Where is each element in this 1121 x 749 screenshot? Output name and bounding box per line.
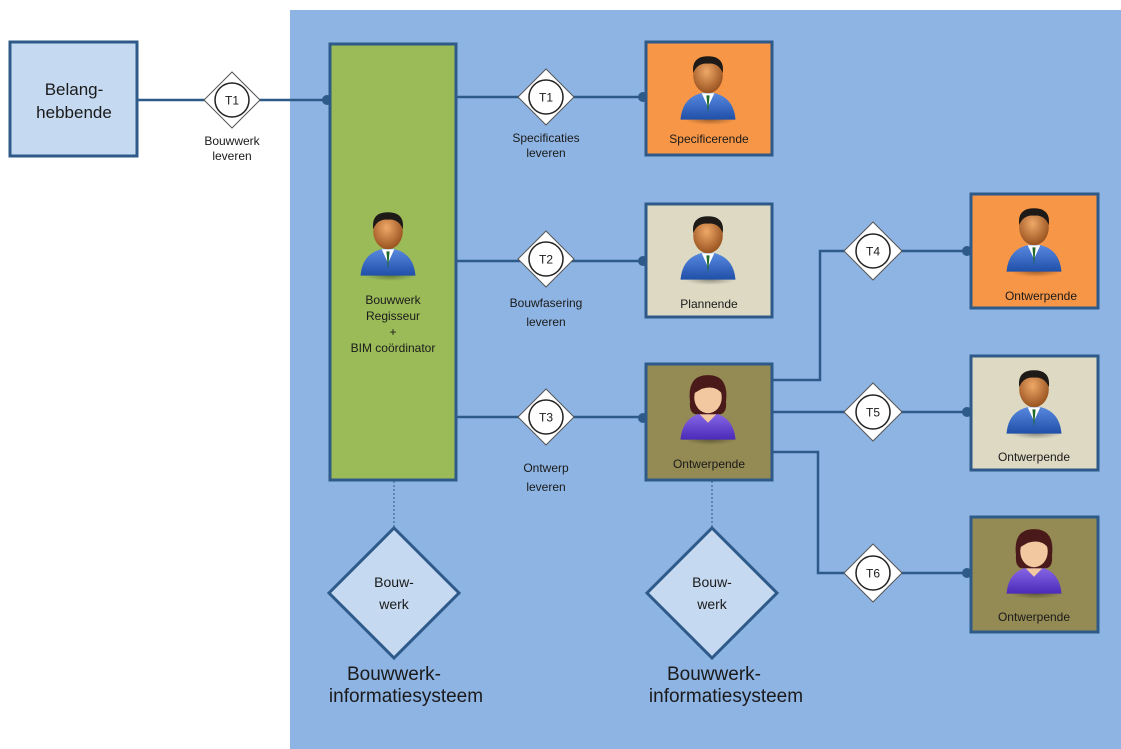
info-bank-bouwwerk-1: Bouw- werk bbox=[326, 525, 462, 661]
external-actor-label-line2: hebbende bbox=[36, 103, 112, 122]
info-bank-label-line1: Bouw- bbox=[692, 574, 732, 590]
actor-label: Specificerende bbox=[669, 132, 749, 146]
system-label-line2: informatiesysteem bbox=[649, 686, 803, 707]
transaction-label-line2: leveren bbox=[526, 146, 565, 160]
info-bank-label-line2: werk bbox=[696, 596, 728, 612]
regisseur-label-line2: Regisseur bbox=[366, 309, 420, 323]
actor-label: Plannende bbox=[680, 297, 738, 311]
actor-ontwerpende-main: Ontwerpende bbox=[644, 362, 774, 482]
transaction-code: T4 bbox=[866, 245, 880, 259]
actor-label: Ontwerpende bbox=[998, 450, 1070, 464]
transaction-t5: T5 bbox=[843, 382, 903, 442]
transaction-label-line1: Ontwerp bbox=[523, 461, 569, 475]
actor-specificerende: Specificerende bbox=[644, 40, 774, 157]
info-bank-bouwwerk-2: Bouw- werk bbox=[644, 525, 780, 661]
actor-label: Ontwerpende bbox=[998, 610, 1070, 624]
external-actor-label-line1: Belang- bbox=[45, 80, 104, 99]
system-label-line2: informatiesysteem bbox=[329, 686, 483, 707]
info-bank-label-line1: Bouw- bbox=[374, 574, 414, 590]
transaction-label-line1: Bouwfasering bbox=[510, 296, 583, 310]
transaction-code: T2 bbox=[539, 253, 553, 267]
transaction-t4: T4 bbox=[843, 221, 903, 281]
system-label-2: Bouwwerk- informatiesysteem bbox=[649, 664, 803, 707]
actor-label: Ontwerpende bbox=[673, 457, 745, 471]
transaction-label-line2: leveren bbox=[526, 480, 565, 494]
regisseur-box: Bouwwerk Regisseur + BIM coördinator bbox=[328, 42, 458, 482]
actor-ontwerpende-t6: Ontwerpende bbox=[969, 515, 1100, 634]
info-bank-label-line2: werk bbox=[378, 596, 410, 612]
transaction-t6: T6 bbox=[843, 543, 903, 603]
transaction-t3: T3 Ontwerp leveren bbox=[517, 388, 575, 494]
transaction-t1-specificaties: T1 Specificaties leveren bbox=[512, 68, 580, 160]
system-label-1: Bouwwerk- informatiesysteem bbox=[329, 664, 483, 707]
transaction-t1-bouwwerk: T1 Bouwwerk leveren bbox=[203, 71, 261, 163]
external-actor: Belang- hebbende bbox=[8, 40, 139, 158]
transaction-code: T3 bbox=[539, 411, 553, 425]
transaction-label-line1: Specificaties bbox=[512, 131, 579, 145]
transaction-code: T1 bbox=[225, 94, 239, 108]
actor-plannende: Plannende bbox=[644, 202, 774, 319]
transaction-code: T5 bbox=[866, 406, 880, 420]
transaction-label-line2: leveren bbox=[212, 149, 251, 163]
regisseur-label-line3: + bbox=[389, 325, 396, 339]
transaction-label-line1: Bouwwerk bbox=[204, 134, 260, 148]
system-label-line1: Bouwwerk- bbox=[347, 664, 441, 685]
transaction-label-line2: leveren bbox=[526, 315, 565, 329]
actor-ontwerpende-t5: Ontwerpende bbox=[969, 354, 1100, 472]
transaction-t2: T2 Bouwfasering leveren bbox=[510, 230, 583, 329]
transaction-code: T6 bbox=[866, 567, 880, 581]
actor-label: Ontwerpende bbox=[1005, 289, 1077, 303]
regisseur-label-line1: Bouwwerk bbox=[365, 293, 421, 307]
regisseur-label-line4: BIM coördinator bbox=[351, 341, 436, 355]
system-label-line1: Bouwwerk- bbox=[667, 664, 761, 685]
transaction-code: T1 bbox=[539, 91, 553, 105]
actor-ontwerpende-t4: Ontwerpende bbox=[969, 192, 1100, 310]
